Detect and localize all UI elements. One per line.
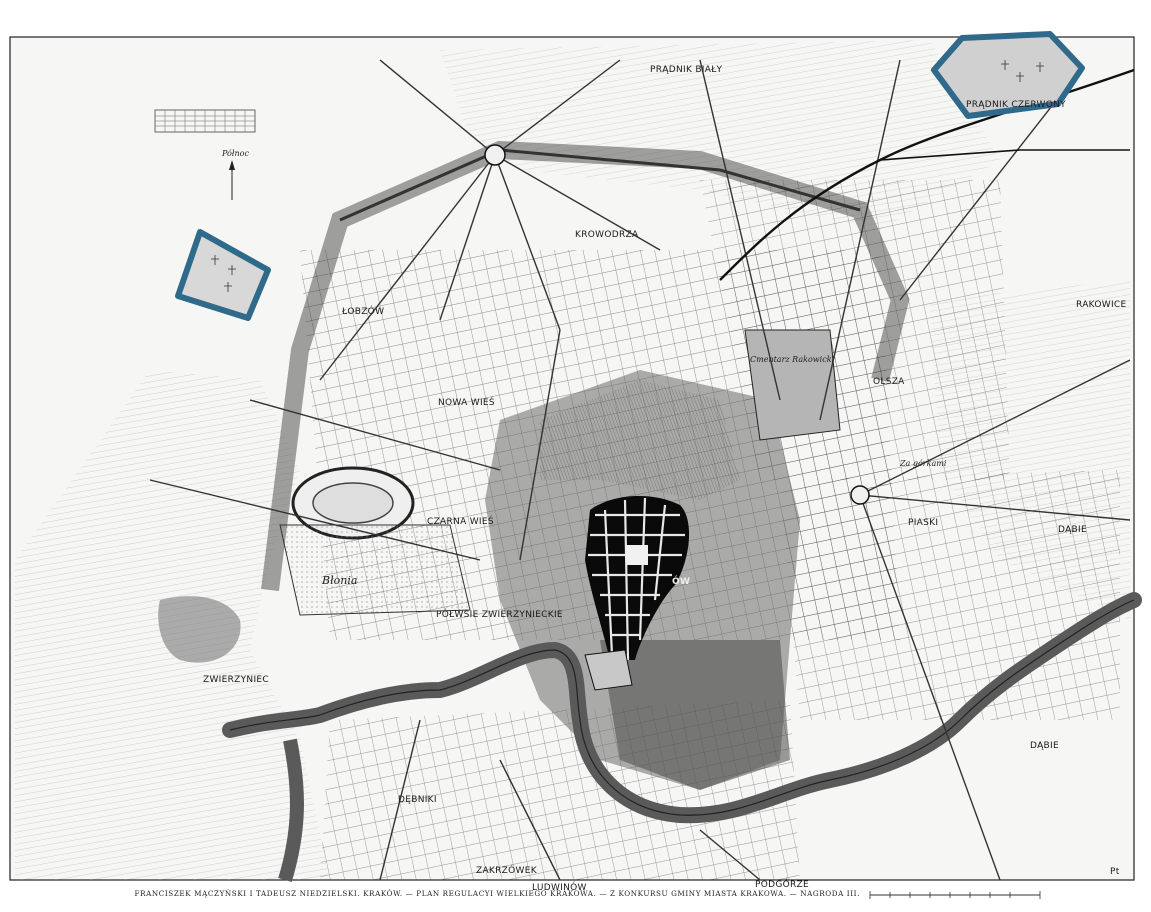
- north-roundabout: [484, 144, 506, 166]
- label-krakow-center: ÓW: [672, 575, 690, 587]
- top-scale-bar: [154, 109, 256, 133]
- label-zwierzyniec: ZWIERZYNIEC: [203, 675, 269, 685]
- wawel-castle: [584, 649, 633, 691]
- bottom-scale-bar: [869, 891, 1041, 899]
- cemetery-crosses-northeast: [1001, 60, 1044, 82]
- kleparz-district: [540, 380, 740, 500]
- blonia-outline: [279, 524, 471, 616]
- label-pradnik-bialy: PRĄDNIK BIAŁY: [650, 65, 723, 75]
- north-arrow: [229, 160, 235, 200]
- rakowicki-cemetery: [744, 329, 841, 441]
- label-ludwinow: LUDWINÓW: [532, 881, 587, 893]
- north-label: Północ: [221, 149, 249, 158]
- label-zakrzowek: ZAKRZÓWEK: [476, 864, 538, 876]
- sowiniec-hill: [158, 596, 241, 663]
- label-nowa-wies: NOWA WIEŚ: [438, 396, 495, 408]
- blonia-meadow: [280, 525, 470, 615]
- cemetery-crosses-west: [211, 255, 236, 292]
- label-dabie-lower: DĄBIE: [1030, 741, 1059, 751]
- label-podgorze: PODGÓRZE: [755, 878, 809, 890]
- label-cemetery: Cmentarz Rakowicki: [750, 355, 835, 364]
- label-polwsie-zwierzynieckie: PÓŁWSIE ZWIERZYNIECKIE: [436, 608, 563, 620]
- label-olsza: OLSZA: [873, 377, 905, 387]
- kazimierz-district: [600, 640, 790, 790]
- street-grid-east: [780, 470, 1120, 720]
- label-lobzow: ŁOBZÓW: [341, 305, 384, 317]
- race-track-infield: [312, 482, 394, 524]
- label-pradnik-czerwony: PRĄDNIK CZERWONY: [966, 100, 1066, 110]
- label-rakowice: RAKOWICE: [1076, 300, 1126, 310]
- main-market-square: [626, 545, 648, 565]
- highlight-region-west: [175, 229, 271, 321]
- map-caption: FRANCISZEK MĄCZYŃSKI I TADEUSZ NIEDZIELS…: [134, 889, 860, 898]
- label-pt: Pt: [1110, 867, 1120, 877]
- vistula-bank: [229, 599, 1135, 816]
- railway-branch: [879, 149, 1130, 161]
- label-czarna-wies: CZARNA WIEŚ: [427, 515, 494, 527]
- label-krowodrza: KROWODRZA: [575, 230, 639, 240]
- label-piaski: PIASKI: [908, 518, 938, 528]
- vistula-west-arm: [278, 738, 304, 883]
- highlight-region-northeast: [931, 31, 1085, 119]
- label-za-gorkami: Za górkami: [899, 459, 947, 468]
- label-debniki: DĘBNIKI: [398, 795, 437, 805]
- east-roundabout: [850, 485, 870, 505]
- label-dabie-upper: DĄBIE: [1058, 525, 1087, 535]
- label-blonia: Błonia: [321, 574, 357, 587]
- radial-roads: [149, 59, 1131, 881]
